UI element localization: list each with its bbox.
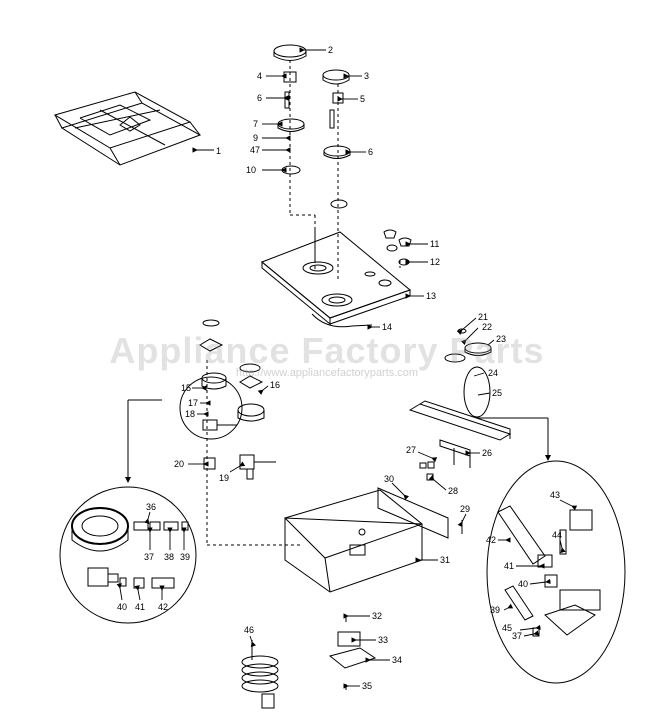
callout-6b: 6 [368, 147, 373, 157]
callout-42-right: 42 [486, 535, 496, 545]
callout-39: 39 [180, 552, 190, 562]
callout-28: 28 [448, 486, 458, 496]
callout-36: 36 [146, 502, 156, 512]
callout-40: 40 [117, 602, 127, 612]
detail-circle-right [486, 460, 626, 684]
callout-31: 31 [440, 555, 450, 565]
callout-20: 20 [174, 459, 184, 469]
coil-wire-part [241, 640, 279, 709]
callout-17: 17 [188, 398, 198, 408]
callout-25: 25 [492, 388, 502, 398]
callout-24: 24 [488, 368, 498, 378]
callout-10: 10 [246, 165, 256, 175]
callout-40-right: 40 [518, 579, 528, 589]
burner-base-right [323, 145, 351, 157]
callout-33: 33 [378, 635, 388, 645]
callout-37: 37 [144, 552, 154, 562]
callout-43: 43 [550, 490, 560, 500]
callout-14: 14 [382, 322, 392, 332]
callout-46: 46 [244, 625, 254, 635]
callout-5: 5 [360, 94, 365, 104]
callout-35: 35 [362, 681, 372, 691]
valve-19 [239, 454, 255, 470]
callout-4: 4 [257, 71, 262, 81]
callout-34: 34 [392, 655, 402, 665]
callout-26: 26 [482, 448, 492, 458]
callout-22: 22 [482, 322, 492, 332]
detail-circle-left [59, 486, 197, 624]
callout-23: 23 [496, 334, 506, 344]
burner-base-left [277, 118, 305, 130]
callout-21: 21 [478, 312, 488, 322]
callout-37-right: 37 [512, 631, 522, 641]
callout-32: 32 [372, 611, 382, 621]
detail-oval-right [463, 366, 491, 418]
callout-27: 27 [406, 445, 416, 455]
valve-20 [203, 457, 216, 470]
callout-13: 13 [426, 291, 436, 301]
callout-18: 18 [185, 409, 195, 419]
callout-44: 44 [552, 530, 562, 540]
callout-39-right: 39 [490, 605, 500, 615]
callout-29: 29 [460, 504, 470, 514]
burner-cap-large [273, 44, 307, 58]
burner-cap-small [322, 69, 350, 81]
callout-11: 11 [430, 239, 439, 249]
burner-box-part [284, 487, 449, 593]
callout-42: 42 [158, 602, 168, 612]
callout-47: 47 [250, 145, 260, 155]
grate-part [53, 91, 202, 166]
callout-16: 16 [270, 380, 280, 390]
wire-part [311, 313, 373, 328]
callout-9: 9 [253, 133, 258, 143]
callout-41: 41 [135, 602, 145, 612]
callout-41-right: 41 [504, 561, 514, 571]
callout-3: 3 [364, 71, 369, 81]
callout-30: 30 [384, 474, 394, 484]
valve-detail-circle [179, 376, 243, 440]
callout-15: 15 [181, 383, 191, 393]
callout-45: 45 [502, 623, 512, 633]
callout-7: 7 [253, 119, 258, 129]
callout-1: 1 [216, 146, 221, 156]
callout-6a: 6 [257, 93, 262, 103]
callout-38: 38 [164, 552, 174, 562]
callout-2: 2 [328, 45, 333, 55]
callout-19: 19 [219, 473, 229, 483]
callout-12: 12 [430, 257, 440, 267]
